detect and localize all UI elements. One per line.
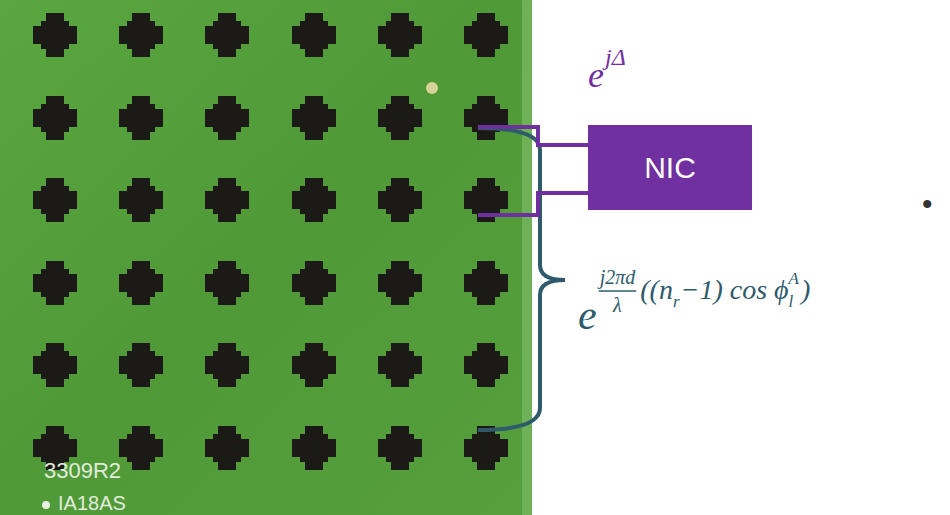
patch-antenna bbox=[464, 96, 508, 140]
nic-box: NIC bbox=[588, 125, 752, 210]
patch-antenna bbox=[292, 13, 336, 57]
patch-antenna bbox=[205, 426, 249, 470]
formula-term: e bbox=[578, 291, 597, 339]
patch-antenna bbox=[205, 13, 249, 57]
patch-antenna bbox=[33, 343, 77, 387]
patch-antenna bbox=[119, 261, 163, 305]
patch-antenna bbox=[33, 261, 77, 305]
patch-grid bbox=[33, 13, 508, 470]
formula-term: jΔ bbox=[605, 44, 626, 72]
bullet: • bbox=[922, 187, 933, 222]
array-bracket bbox=[478, 128, 565, 430]
pcb-marking: IA18AS bbox=[58, 492, 126, 515]
formula-term: −1) cos ϕ bbox=[681, 274, 789, 306]
patch-antenna bbox=[33, 13, 77, 57]
patch-antenna bbox=[378, 426, 422, 470]
formula-term: λ bbox=[613, 294, 622, 317]
pcb-board bbox=[0, 0, 532, 515]
patch-antenna bbox=[205, 261, 249, 305]
formula-term: e bbox=[588, 55, 604, 96]
fraction-bar bbox=[599, 290, 637, 292]
patch-antenna bbox=[292, 426, 336, 470]
patch-antenna bbox=[205, 343, 249, 387]
patch-antenna bbox=[464, 343, 508, 387]
patch-antenna bbox=[292, 261, 336, 305]
pcb-marking: 3309R2 bbox=[44, 458, 121, 483]
pcb-dot bbox=[42, 501, 50, 509]
patch-antenna bbox=[464, 261, 508, 305]
patch-antenna bbox=[292, 96, 336, 140]
patch-antenna bbox=[378, 13, 422, 57]
patch-antenna bbox=[119, 343, 163, 387]
formula-term: ((n bbox=[640, 274, 673, 306]
patch-antenna bbox=[33, 96, 77, 140]
patch-antenna bbox=[205, 96, 249, 140]
formula-term: A bbox=[789, 269, 799, 289]
patch-antenna bbox=[292, 343, 336, 387]
box-label: NIC bbox=[644, 151, 696, 185]
patch-antenna bbox=[119, 178, 163, 222]
patch-antenna bbox=[378, 178, 422, 222]
patch-antenna bbox=[33, 178, 77, 222]
formula-term: j2πd bbox=[600, 266, 636, 289]
patch-antenna bbox=[464, 426, 508, 470]
patch-antenna bbox=[378, 343, 422, 387]
patch-antenna bbox=[378, 96, 422, 140]
patch-antenna bbox=[119, 13, 163, 57]
patch-antenna bbox=[378, 261, 422, 305]
formula-term: ) bbox=[801, 274, 810, 306]
patch-antenna bbox=[119, 426, 163, 470]
patch-antenna bbox=[464, 13, 508, 57]
pcb-dot bbox=[426, 82, 438, 94]
formula-term: l bbox=[789, 292, 794, 312]
patch-antenna bbox=[119, 96, 163, 140]
patch-antenna bbox=[205, 178, 249, 222]
feed-line bbox=[478, 193, 588, 215]
feed-line bbox=[478, 127, 588, 145]
formula-term: r bbox=[673, 292, 680, 312]
patch-antenna bbox=[292, 178, 336, 222]
pcb-edge bbox=[522, 0, 532, 515]
